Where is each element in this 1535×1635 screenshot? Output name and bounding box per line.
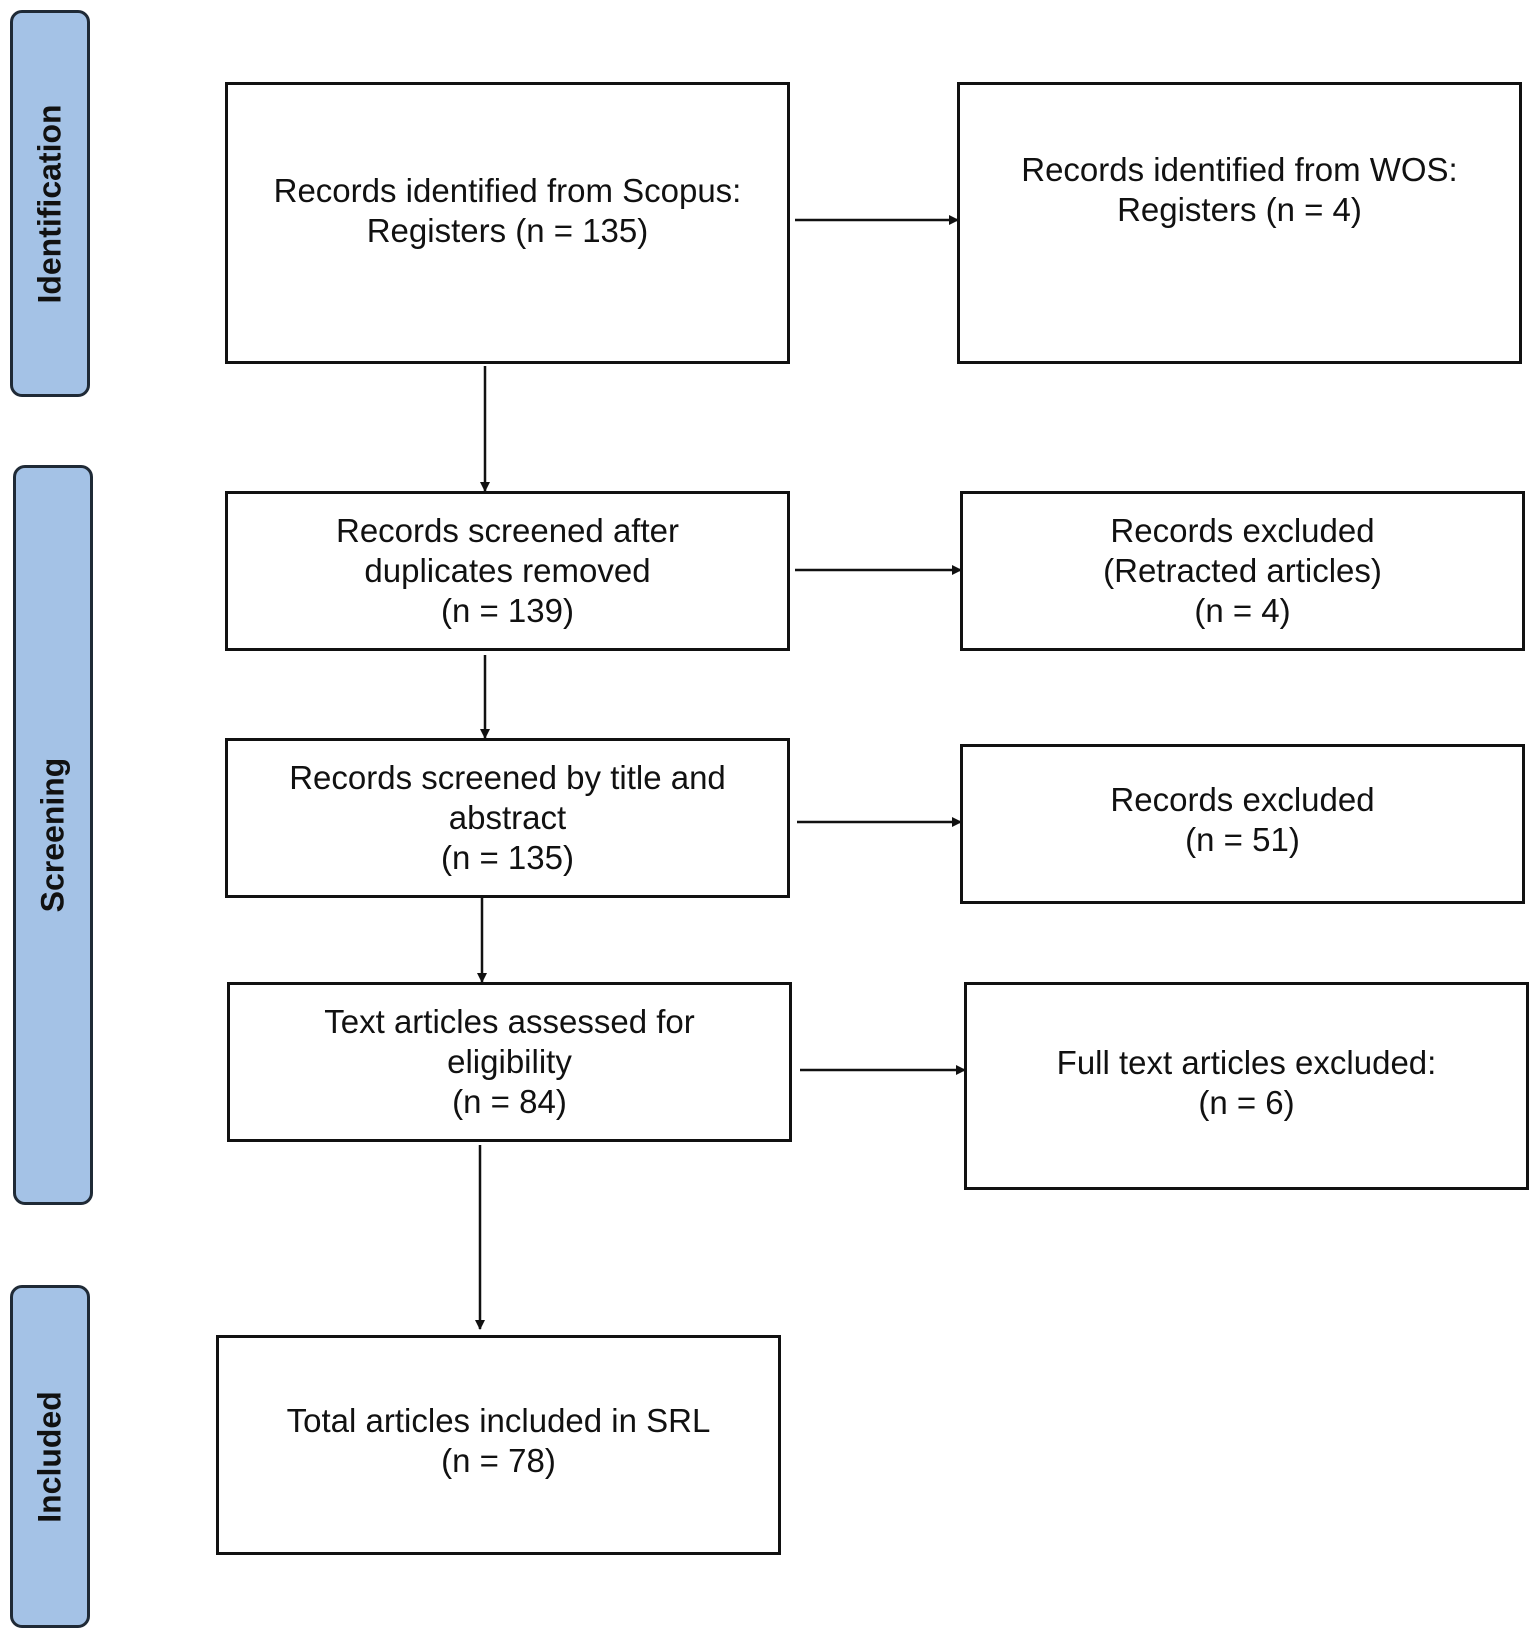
wos-line1: Records identified from WOS: [1021, 151, 1458, 188]
box-title-abstract: Records screened by title and abstract (… [225, 738, 790, 898]
retracted-line1: Records excluded [1110, 512, 1375, 549]
scopus-line2: Registers (n = 135) [366, 211, 649, 249]
title-abstract-line1: Records screened by title and [289, 759, 726, 796]
box-scopus-records: Records identified from Scopus: Register… [225, 82, 790, 364]
box-eligibility: Text articles assessed for eligibility (… [227, 982, 792, 1142]
retracted-line3: (n = 4) [1194, 592, 1291, 629]
fulltext-excluded-line1: Full text articles excluded: [1056, 1044, 1437, 1081]
eligibility-line3: (n = 84) [452, 1083, 567, 1120]
retracted-line2: (Retracted articles) [1103, 552, 1382, 589]
box-wos-records: Records identified from WOS: Registers (… [957, 82, 1522, 364]
total-line2: (n = 78) [441, 1442, 556, 1479]
eligibility-line2: eligibility [447, 1043, 572, 1080]
duplicates-line1: Records screened after [335, 512, 679, 549]
box-records-excluded: Records excluded (n = 51) [960, 744, 1525, 904]
excluded-line2: (n = 51) [1185, 821, 1300, 858]
eligibility-line1: Text articles assessed for [324, 1003, 695, 1040]
box-fulltext-excluded: Full text articles excluded: (n = 6) [964, 982, 1529, 1190]
box-duplicates-removed: Records screened after duplicates remove… [225, 491, 790, 651]
duplicates-line3: (n = 139) [440, 592, 574, 629]
wos-line2: Registers (n = 4) [1117, 191, 1362, 228]
fulltext-excluded-line2: (n = 6) [1198, 1084, 1295, 1121]
phase-included: Included [10, 1285, 90, 1628]
scopus-line1: Records identified from Scopus: [273, 171, 742, 209]
phase-identification: Identification [10, 10, 90, 397]
duplicates-line2: duplicates removed [364, 552, 651, 589]
title-abstract-line3: (n = 135) [440, 839, 574, 876]
box-total-included: Total articles included in SRL (n = 78) [216, 1335, 781, 1555]
excluded-line1: Records excluded [1110, 781, 1375, 818]
title-abstract-line2: abstract [448, 799, 567, 836]
total-line1: Total articles included in SRL [286, 1402, 711, 1439]
box-retracted-excluded: Records excluded (Retracted articles) (n… [960, 491, 1525, 651]
phase-screening: Screening [13, 465, 93, 1205]
